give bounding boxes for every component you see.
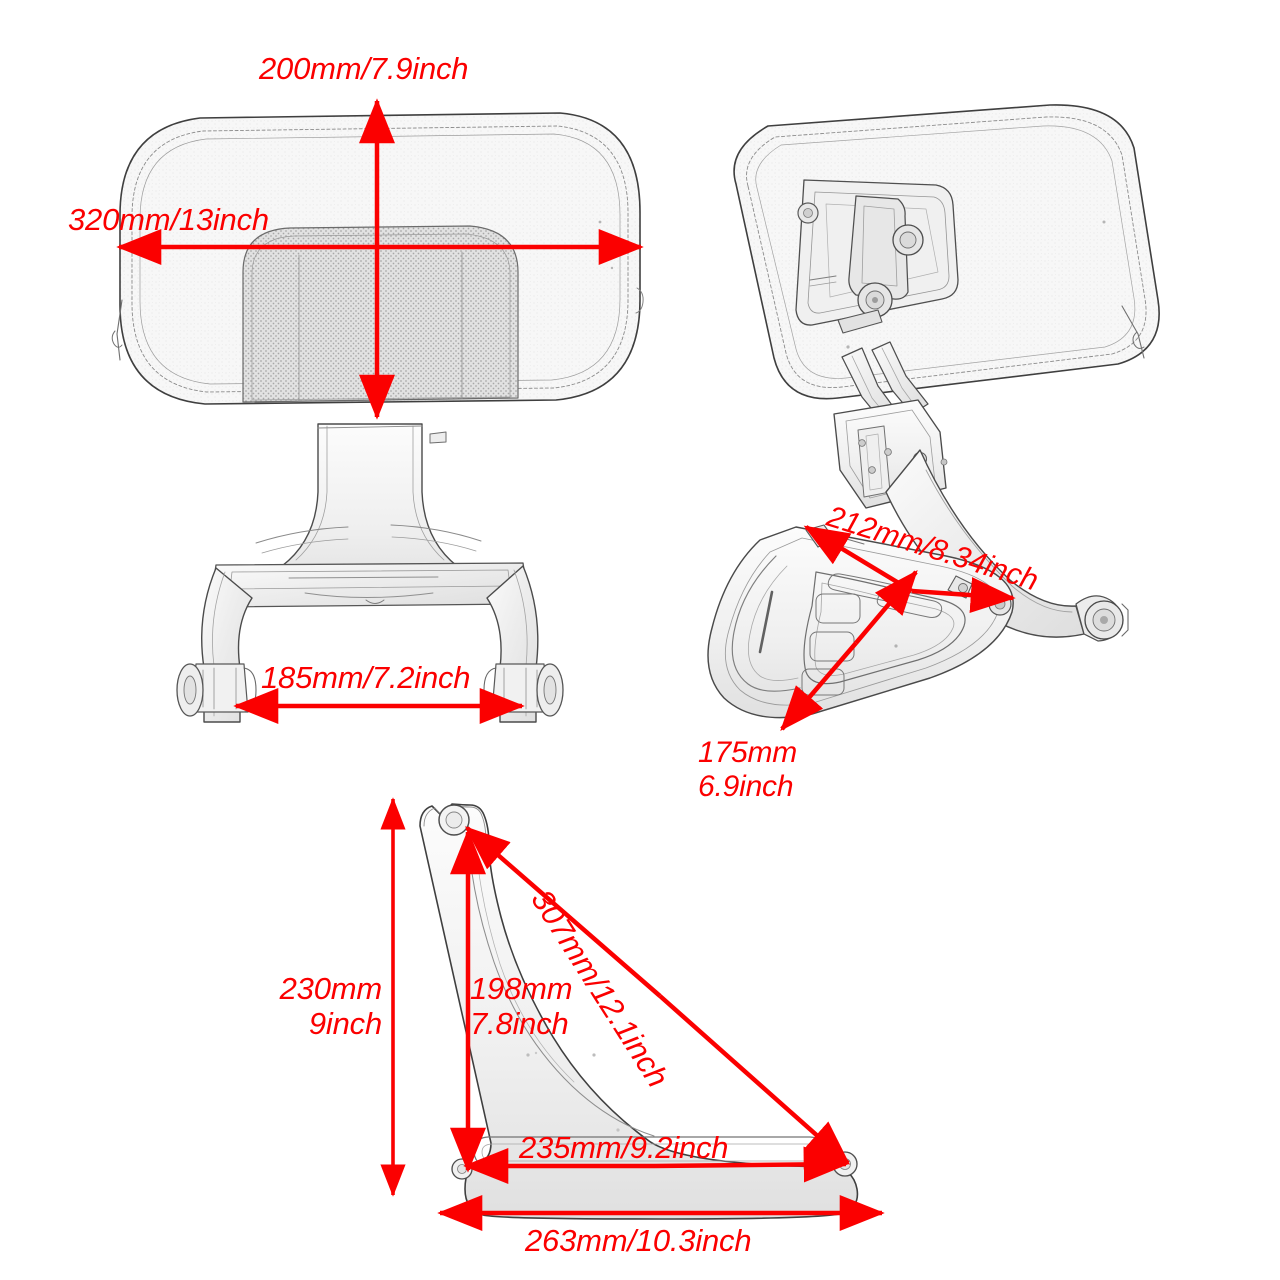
dimension-label-bracket-width: 263mm/10.3inch: [525, 1223, 752, 1258]
rack-width-inch: 6.9inch: [698, 769, 794, 803]
bracket-inner-inch: 7.8inch: [470, 1005, 569, 1041]
bracket-inner-mm: 198mm: [470, 971, 573, 1006]
bracket-height-inch: 9inch: [308, 1005, 382, 1041]
dimension-label-mount-spacing: 185mm/7.2inch: [261, 660, 471, 695]
dimension-label-bracket-hole-spacing: 235mm/9.2inch: [519, 1130, 729, 1165]
arrow-bracket-diagonal: [464, 826, 662, 998]
rack-width-mm: 175mm: [698, 736, 798, 769]
dimension-label-pad-height: 200mm/7.9inch: [259, 51, 469, 86]
bracket-height-mm: 230mm: [279, 971, 383, 1006]
dimension-label-pad-width: 320mm/13inch: [68, 202, 269, 237]
front-view-geometry: [111, 112, 644, 723]
arrow-rack-width: [854, 569, 918, 645]
